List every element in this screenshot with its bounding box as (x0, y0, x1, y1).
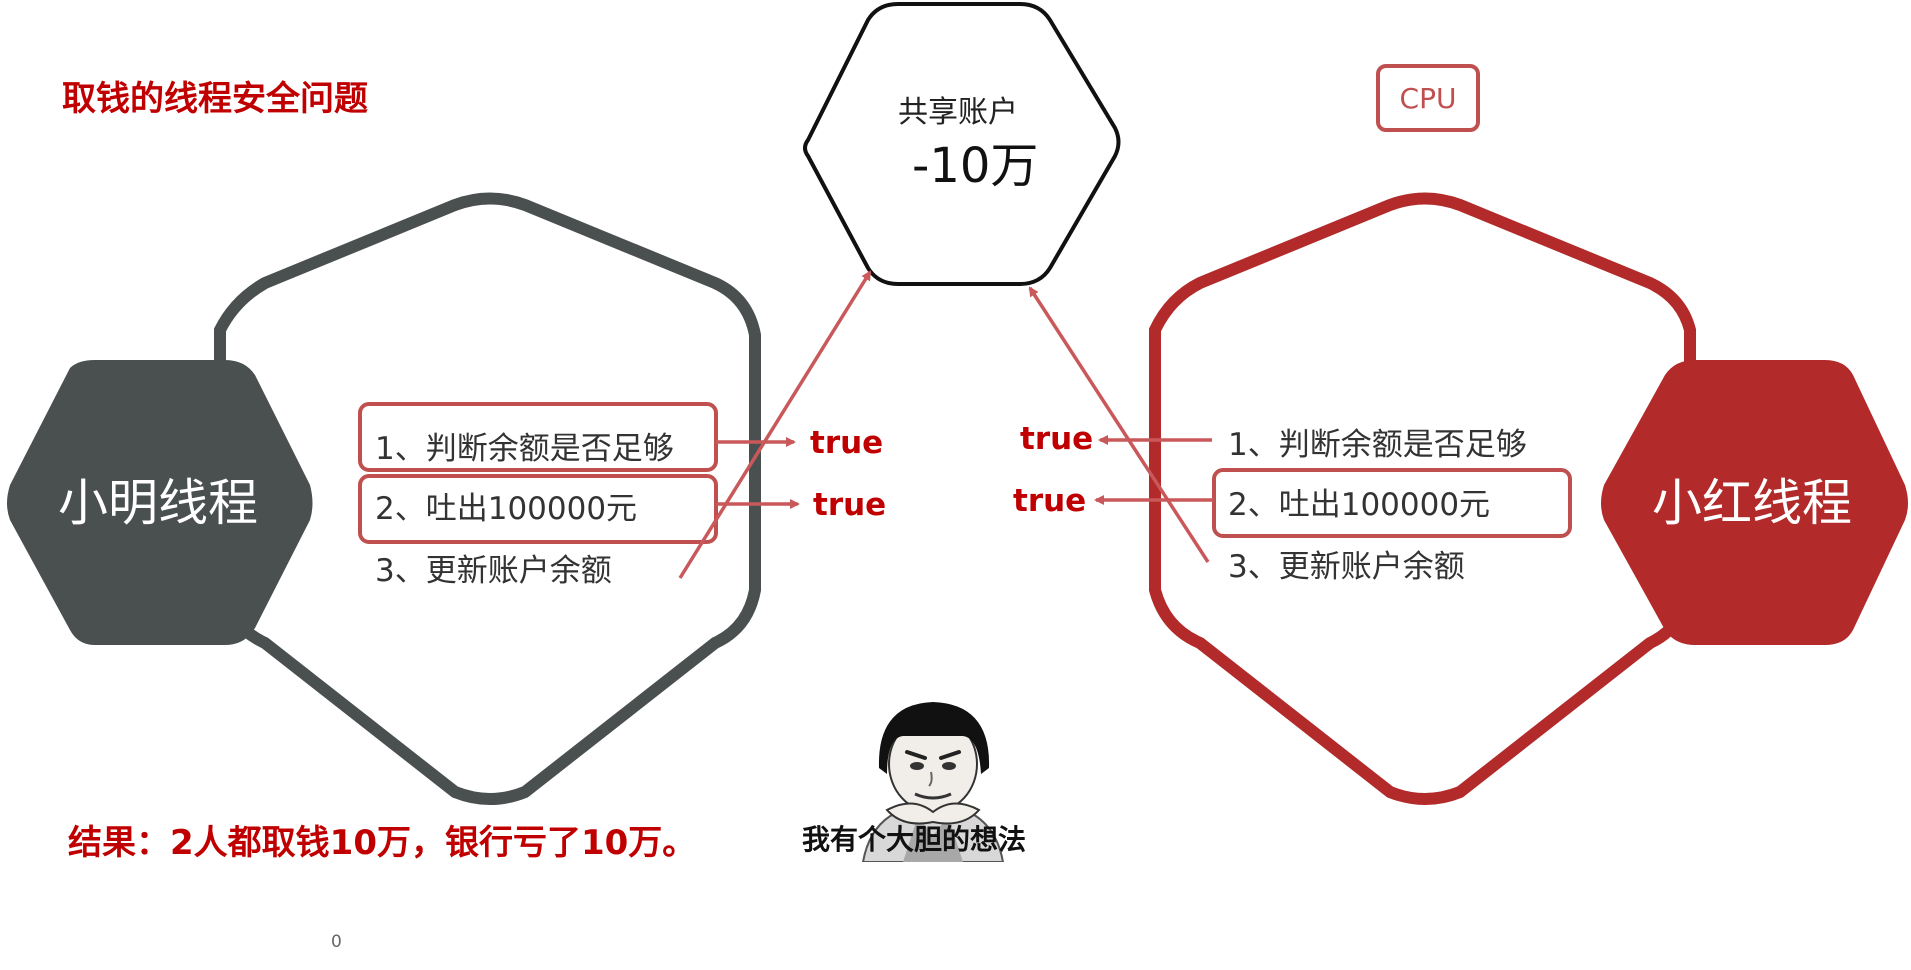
right-update-arrow (1028, 286, 1210, 563)
meme-face-image (803, 686, 1063, 862)
meme-caption: 我有个大胆的想法 (802, 823, 1027, 856)
shared-account-hexagon (803, 2, 1121, 286)
shared-account-title: 共享账户 (898, 95, 1018, 130)
left-thread-body-hexagon (214, 192, 761, 805)
left-step2-box (358, 474, 718, 544)
cpu-label: CPU (1376, 64, 1480, 132)
right-step-3: 3、更新账户余额 (1228, 549, 1465, 585)
right-step-1: 1、判断余额是否足够 (1228, 427, 1527, 463)
right-step1-result: true (1020, 421, 1094, 457)
left-step-1: 1、判断余额是否足够 (375, 431, 674, 467)
page-number: 0 (331, 932, 342, 952)
left-thread-name-hexagon (7, 360, 313, 645)
left-update-arrow (678, 270, 872, 579)
right-step2-box (1212, 468, 1572, 538)
left-step1-box (358, 402, 718, 472)
left-step-2: 2、吐出100000元 (375, 491, 638, 527)
result-text: 结果：2人都取钱10万，银行亏了10万。 (68, 823, 697, 863)
left-step-3: 3、更新账户余额 (375, 553, 612, 589)
right-thread-name: 小红线程 (1652, 474, 1852, 532)
left-thread-name: 小明线程 (58, 474, 258, 532)
shared-account-value: -10万 (912, 138, 1039, 194)
right-step2-result: true (1013, 483, 1087, 519)
right-step-2: 2、吐出100000元 (1228, 487, 1491, 523)
right-thread-name-hexagon (1601, 360, 1908, 645)
left-step2-result: true (813, 487, 887, 523)
page-title: 取钱的线程安全问题 (62, 79, 368, 119)
left-step1-result: true (810, 425, 884, 461)
